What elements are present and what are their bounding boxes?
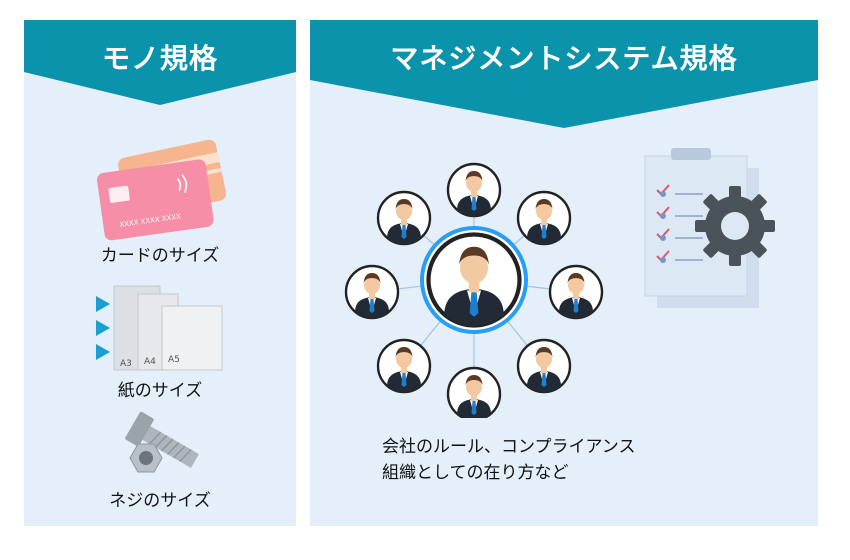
person-icon: [376, 190, 432, 246]
people-network: [344, 162, 604, 418]
paper-size-caption: 紙のサイズ: [117, 381, 203, 401]
bolt-nut-icon: [125, 411, 199, 473]
paper-label-a3: A3: [120, 359, 132, 369]
person-icon: [516, 190, 572, 246]
person-icon: [344, 264, 400, 320]
screw-size-caption: ネジのサイズ: [109, 491, 211, 511]
checklist-gear-icon: [644, 148, 775, 308]
description-line-1: 会社のルール、コンプライアンス: [382, 437, 636, 457]
left-panel-title: モノ規格: [101, 42, 218, 75]
paper-label-a5: A5: [168, 355, 180, 365]
person-icon: [446, 162, 502, 218]
paper-label-a4: A4: [144, 357, 156, 367]
description-line-2: 組織としての在り方など: [382, 463, 569, 483]
person-icon: [376, 338, 432, 394]
central-person-icon: [429, 235, 520, 327]
left-banner: [24, 20, 296, 105]
person-icon: [446, 366, 502, 418]
person-icon: [548, 264, 604, 320]
person-icon: [516, 338, 572, 394]
left-panel: モノ規格 XXXX XXXX XXXX カードのサイズ A3 A4 A5 紙のサ…: [24, 20, 296, 526]
paper-stack-icon: A3 A4 A5: [96, 285, 223, 371]
right-panel-title: マネジメントシステム規格: [390, 42, 738, 75]
credit-card-icon: XXXX XXXX XXXX: [96, 139, 227, 241]
right-panel: マネジメントシステム規格: [310, 20, 818, 526]
right-banner: [310, 20, 818, 128]
management-description: 会社のルール、コンプライアンス 組織としての在り方など: [382, 434, 635, 486]
card-size-caption: カードのサイズ: [100, 246, 220, 266]
